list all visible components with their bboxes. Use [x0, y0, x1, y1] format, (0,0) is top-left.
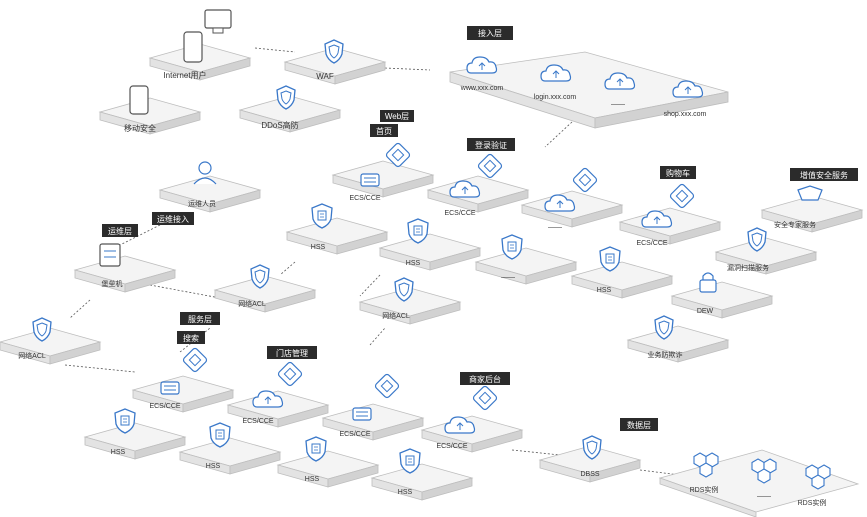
third-ecs-label: ——: [548, 224, 562, 231]
third-diamond-icon: [571, 166, 599, 194]
acl-1-label: 网络ACL: [238, 299, 266, 308]
svc-hss-3-label: HSS: [305, 476, 320, 483]
anti-fraud-label: 业务防欺诈: [648, 350, 683, 359]
waf-label: WAF: [316, 72, 334, 81]
web-hss-1-label: HSS: [311, 244, 326, 251]
svc-hss-4-label: HSS: [398, 489, 413, 496]
sec-expert-icon: [797, 185, 823, 201]
web-hss-2-label: HSS: [406, 260, 421, 267]
data-layer-tag: 数据层: [627, 420, 651, 430]
third-svc-ecs-label: ECS/CCE: [339, 431, 370, 438]
bastion-icon: [99, 243, 121, 267]
acl-3-label: 网络ACL: [18, 351, 46, 360]
third-svc-diamond-icon: [373, 372, 401, 400]
search-tag: 搜索: [183, 333, 199, 343]
web-layer-tag: Web层: [385, 112, 409, 121]
login-ecs-label: ECS/CCE: [444, 210, 475, 217]
dbss-label: DBSS: [580, 471, 599, 478]
waf-node: WAF: [284, 39, 386, 85]
ops-layer-tag: 运维层: [108, 226, 132, 236]
third-svc-server-icon: [352, 407, 372, 421]
sec-expert-label: 安全专家服务: [774, 220, 816, 229]
network-acl-1: 网络ACL: [214, 264, 316, 313]
merchant-ecs-label: ECS/CCE: [436, 443, 467, 450]
phone-icon: [129, 85, 149, 115]
value-added-tag: 增值安全服务: [800, 170, 848, 180]
store-mgmt-tag: 门店管理: [276, 348, 308, 358]
web-layer: Web层 首页 ECS/CCE 登录验证 ECS/CCE —— 购物车 ECS/…: [286, 110, 721, 299]
acl-2-label: 网络ACL: [382, 311, 410, 320]
svc-hss-2-label: HSS: [206, 463, 221, 470]
internet-users-label: Internet用户: [163, 70, 206, 80]
ddos-node: DDoS高防: [239, 85, 341, 133]
merchant-tag: 商家后台: [469, 374, 501, 384]
cart-diamond-icon: [668, 182, 696, 210]
internet-users-node: Internet用户: [149, 9, 251, 81]
rds-2-label: RDS实例: [798, 498, 827, 507]
access-site-www: www.xxx.com: [460, 85, 504, 92]
merchant-diamond-icon: [471, 384, 499, 412]
store-diamond-icon: [276, 360, 304, 388]
store-ecs-label: ECS/CCE: [242, 418, 273, 425]
ops-area: 运维人员 运维接入 运维层 堡垒机: [74, 161, 261, 293]
login-verify-tag: 登录验证: [475, 140, 507, 150]
mobile-security-label: 移动安全: [124, 123, 156, 133]
search-server-icon: [160, 381, 180, 395]
ddos-label: DDoS高防: [261, 120, 298, 130]
ops-access-tag: 运维接入: [157, 214, 189, 224]
ops-person-icon: [193, 161, 217, 185]
data-layer: 数据层 DBSS RDS实例 —— RDS实例: [539, 418, 860, 517]
login-diamond-icon: [476, 152, 504, 180]
access-site-shop: shop.xxx.com: [664, 111, 707, 118]
desktop-icon: [204, 9, 232, 34]
access-layer-tag: 接入层: [478, 28, 502, 38]
home-tag: 首页: [376, 126, 392, 136]
search-ecs-label: ECS/CCE: [149, 403, 180, 410]
service-layer-tag: 服务层: [188, 314, 212, 324]
cart-ecs-label: ECS/CCE: [636, 240, 667, 247]
www-cloud-icon: [466, 56, 498, 74]
tablet-icon: [183, 31, 203, 63]
home-server-icon: [360, 173, 380, 187]
access-site-ellipsis: ——: [611, 101, 625, 108]
dew-label: DEW: [697, 308, 714, 315]
ops-staff-label: 运维人员: [188, 199, 216, 208]
home-ecs-label: ECS/CCE: [349, 195, 380, 202]
svc-hss-1-label: HSS: [111, 449, 126, 456]
network-acl-3: 网络ACL: [0, 317, 101, 365]
network-acl-2: 网络ACL: [359, 277, 461, 325]
rds-dash-label: ——: [757, 493, 771, 500]
search-diamond-icon: [181, 346, 209, 374]
rds-1-label: RDS实例: [690, 485, 719, 494]
cart-tag: 购物车: [666, 168, 690, 178]
web-hss-4-label: HSS: [597, 287, 612, 294]
service-layer: 服务层 搜索 ECS/CCE 门店管理 ECS/CCE ECS/CCE 商家后台…: [84, 312, 523, 501]
vuln-scan-label: 漏洞扫描服务: [727, 263, 769, 272]
dew-lock-icon: [699, 272, 717, 293]
web-hss-3-label: ——: [501, 274, 515, 281]
access-layer: 接入层 www.xxx.com login.xxx.com —— shop.xx…: [449, 26, 729, 129]
mobile-security-node: 移动安全: [99, 85, 201, 135]
bastion-label: 堡垒机: [102, 279, 123, 288]
access-site-login: login.xxx.com: [534, 94, 577, 101]
value-added-services: 增值安全服务 安全专家服务 漏洞扫描服务 DEW 业务防欺诈: [627, 168, 863, 363]
